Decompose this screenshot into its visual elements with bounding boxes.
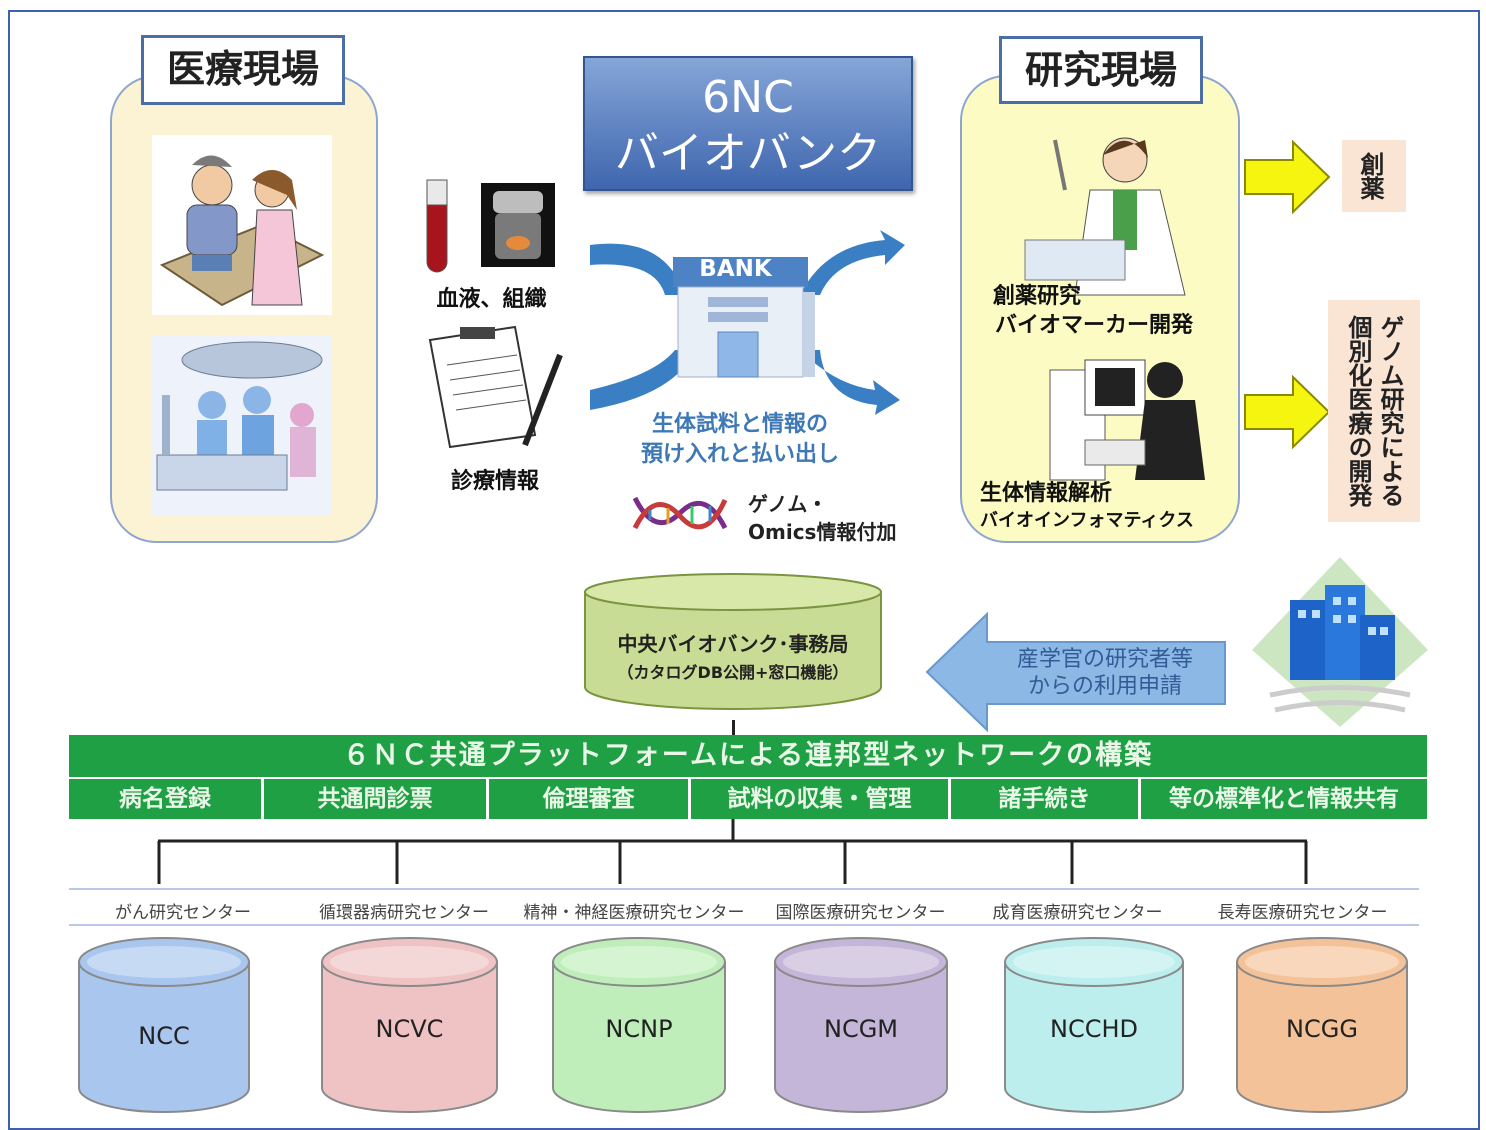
bank-sign: BANK bbox=[699, 256, 772, 282]
center-cylinder-ncc bbox=[78, 937, 250, 1113]
genome-line2: Omics情報付加 bbox=[748, 520, 897, 544]
network-tree-lines bbox=[157, 819, 1308, 884]
platform-item-disease-registry: 病名登録 bbox=[69, 779, 261, 819]
platform-item-sample-management: 試料の収集・管理 bbox=[688, 779, 948, 819]
center-name-ncgg: 長寿医療研究センター bbox=[1217, 903, 1388, 923]
bank-caption: 生体試料と情報の 預け入れと払い出し bbox=[610, 410, 870, 470]
central-line1: 中央バイオバンク･事務局 bbox=[617, 632, 849, 656]
drug-research-label: 創薬研究 バイオマーカー開発 bbox=[993, 282, 1193, 340]
central-biobank-label: 中央バイオバンク･事務局 （カタログDB公開+窓口機能） bbox=[585, 628, 881, 683]
central-biobank-cylinder bbox=[584, 573, 882, 710]
center-code-ncchd: NCCHD bbox=[1050, 1015, 1138, 1043]
request-line1: 産学官の研究者等 bbox=[1016, 647, 1193, 672]
office-building-icon bbox=[1252, 557, 1428, 727]
center-code-ncgm: NCGM bbox=[823, 1015, 898, 1043]
bioinfo-line2: バイオインフォマティクス bbox=[980, 510, 1194, 531]
arrow-to-genome bbox=[1244, 375, 1331, 450]
center-cylinder-ncnp bbox=[552, 937, 726, 1113]
platform-item-procedures: 諸手続き bbox=[948, 779, 1138, 819]
bank-exchange-arrows bbox=[590, 230, 905, 415]
genome-omics-label: ゲノム・ Omics情報付加 bbox=[748, 490, 896, 546]
center-code-ncc: NCC bbox=[138, 1022, 190, 1050]
center-name-ncc: がん研究センター bbox=[115, 903, 251, 923]
center-cylinder-ncchd bbox=[1004, 937, 1184, 1113]
blood-tube-icon bbox=[426, 179, 448, 273]
surgery-illustration bbox=[152, 335, 332, 515]
center-cylinder-ncvc bbox=[321, 937, 498, 1113]
bank-caption-line2: 預け入れと払い出し bbox=[640, 442, 839, 467]
center-cylinders bbox=[78, 937, 1408, 1113]
clipboard-pen-icon bbox=[428, 325, 563, 449]
center-name-ncvc: 循環器病研究センター bbox=[319, 903, 489, 923]
central-connector bbox=[732, 720, 735, 736]
center-band-top-line bbox=[69, 888, 1419, 890]
bank-building-icon bbox=[673, 257, 815, 378]
drug-research-line2: バイオマーカー開発 bbox=[995, 313, 1194, 338]
patient-nurse-illustration bbox=[152, 135, 332, 315]
center-cylinder-ncgg bbox=[1236, 937, 1408, 1113]
biobank-title: 6NC バイオバンク bbox=[583, 56, 913, 191]
center-code-ncnp: NCNP bbox=[605, 1015, 673, 1043]
researcher-illustration bbox=[1024, 137, 1186, 296]
genome-medicine-output: ゲノム研究による個別化医療の開発 bbox=[1328, 300, 1420, 522]
center-name-ncchd: 成育医療研究センター bbox=[992, 903, 1163, 923]
arrow-to-drug bbox=[1244, 140, 1331, 215]
bioinformatics-label: 生体情報解析 バイオインフォマティクス bbox=[980, 480, 1194, 534]
dna-icon bbox=[632, 496, 728, 530]
tissue-jar-icon bbox=[481, 183, 555, 267]
center-name-ncnp: 精神・神経医療研究センター bbox=[523, 903, 745, 923]
platform-item-questionnaire: 共通問診票 bbox=[261, 779, 486, 819]
clinical-info-label: 診療情報 bbox=[450, 469, 539, 494]
center-band-bottom-line bbox=[69, 924, 1419, 926]
usage-request-label: 産学官の研究者等 からの利用申請 bbox=[985, 646, 1225, 700]
bank-caption-line1: 生体試料と情報の bbox=[651, 412, 828, 437]
blood-tissue-label: 血液、組織 bbox=[436, 287, 547, 312]
platform-item-standardization: 等の標準化と情報共有 bbox=[1138, 779, 1427, 819]
biobank-title-line2: バイオバンク bbox=[614, 128, 882, 179]
center-code-ncvc: NCVC bbox=[375, 1015, 444, 1043]
drug-discovery-output: 創薬 bbox=[1342, 140, 1406, 212]
center-code-ncgg: NCGG bbox=[1286, 1015, 1358, 1043]
platform-title-bar: ６ＮＣ共通プラットフォームによる連邦型ネットワークの構築 bbox=[69, 735, 1427, 777]
platform-items-row: 病名登録 共通問診票 倫理審査 試料の収集・管理 諸手続き 等の標準化と情報共有 bbox=[69, 779, 1427, 819]
genome-line1: ゲノム・ bbox=[748, 492, 828, 516]
platform-item-ethics-review: 倫理審査 bbox=[486, 779, 688, 819]
computer-researcher-illustration bbox=[1049, 359, 1205, 481]
drug-research-line1: 創薬研究 bbox=[993, 284, 1082, 309]
biobank-title-line1: 6NC bbox=[702, 72, 794, 123]
central-line2: （カタログDB公開+窓口機能） bbox=[617, 663, 849, 682]
center-name-ncgm: 国際医療研究センター bbox=[775, 903, 946, 923]
research-field-title: 研究現場 bbox=[999, 36, 1203, 104]
bioinfo-line1: 生体情報解析 bbox=[980, 481, 1113, 506]
medical-field-title: 医療現場 bbox=[141, 35, 345, 105]
usage-request-arrow bbox=[925, 612, 1226, 732]
request-line2: からの利用申請 bbox=[1027, 674, 1182, 699]
center-cylinder-ncgm bbox=[774, 937, 948, 1113]
